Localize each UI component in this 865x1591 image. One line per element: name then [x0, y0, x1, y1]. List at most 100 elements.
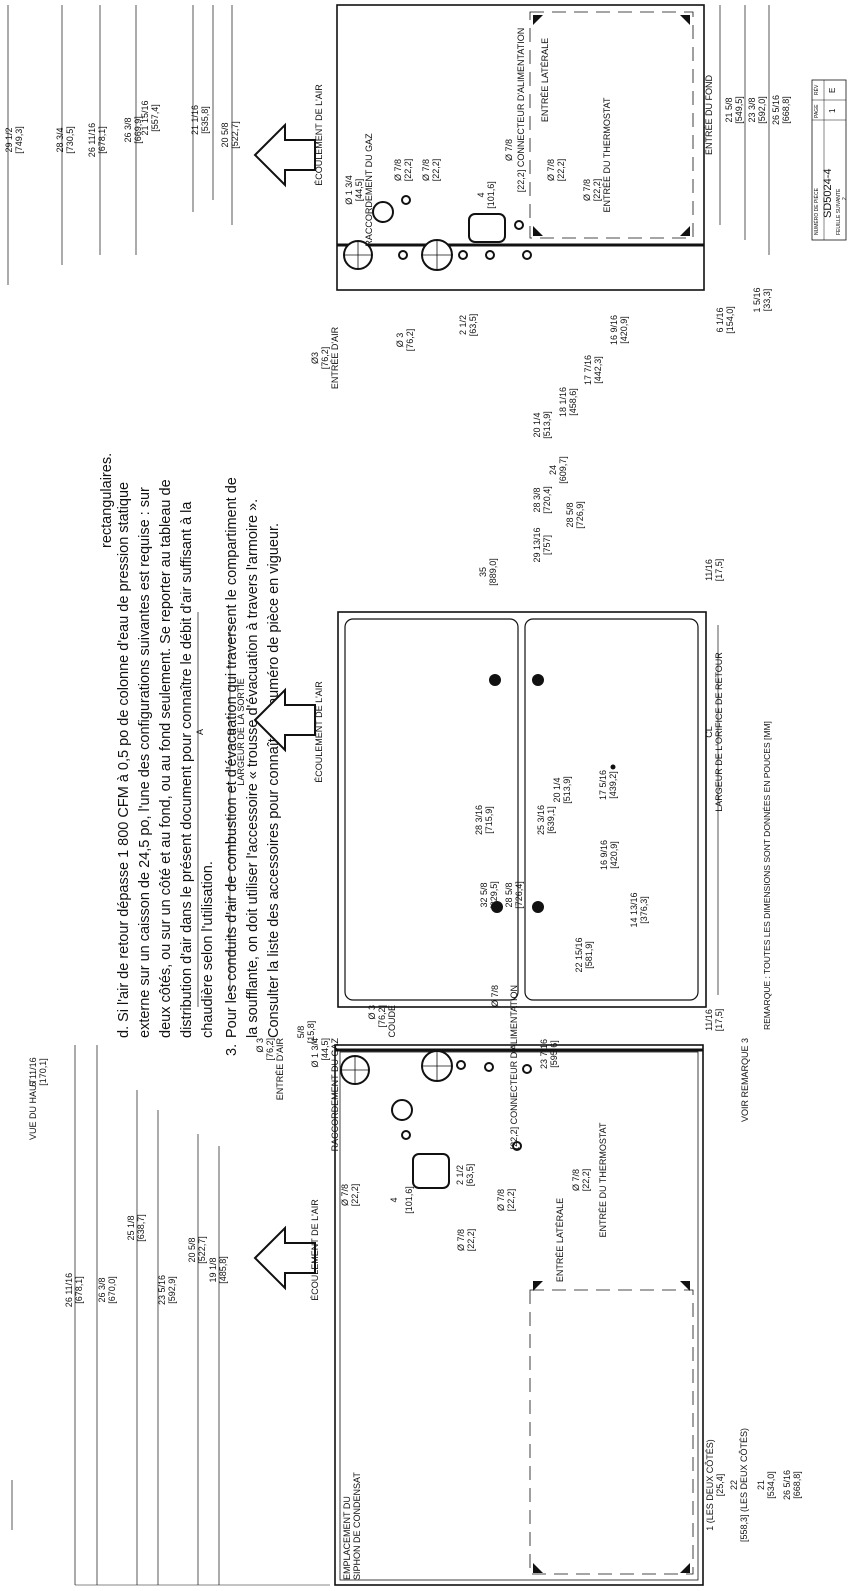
lv-dim-170-1: [170,1]	[38, 1058, 48, 1086]
lv-22-2-d: [22,2]	[581, 1169, 591, 1192]
lv-22-2-b: [22,2]	[466, 1229, 476, 1252]
lv-dim-592-9: [592,9]	[167, 1276, 177, 1304]
lv-dim-28-3-16: 28 3/16	[474, 805, 484, 835]
cv-17-5-bot: [17,5]	[714, 1009, 724, 1032]
lv-dim-22-15-16: 22 15/16	[574, 937, 584, 972]
rv-phi7-8-a: Ø 7/8	[393, 159, 403, 181]
lv-dim-23-5-16: 23 5/16	[157, 1275, 167, 1305]
lv-581-9: [581,9]	[584, 941, 594, 969]
note-line-3: deux côtés, ou sur un côté et au fond, o…	[158, 479, 174, 1038]
lv-phi7-8-connect: Ø 7/8	[490, 985, 500, 1007]
rv-21-1-16: 21 1/16	[190, 105, 200, 135]
rv-26-5-16: 26 5/16	[771, 95, 781, 125]
left-condensate-trap	[412, 1153, 450, 1189]
cv-cl: CL	[704, 726, 714, 738]
lv-dim-670-0: [670,0]	[107, 1276, 117, 1304]
rv-28-3-8: 28 3/8	[532, 487, 542, 512]
lv-dim-2-1-2: 2 1/2	[455, 1165, 465, 1185]
rv-101-6: [101,6]	[486, 181, 496, 209]
rv-669-9: [669,9]	[133, 116, 143, 144]
lv-dim-26-3-8: 26 3/8	[97, 1277, 107, 1302]
lv-44-5: [44,5]	[320, 1038, 330, 1061]
lv-dim-4: 4	[389, 1197, 399, 1202]
tb-feuille: 2	[842, 197, 848, 200]
rv-154-0: [154,0]	[725, 306, 735, 334]
rv-phi3: Ø3	[310, 352, 320, 364]
rv-22-2-e: [22,2]	[592, 179, 602, 202]
lv-63-5: [63,5]	[465, 1164, 475, 1187]
rv-connecteur: [22,2] CONNECTEUR D'ALIMENTATION	[516, 28, 526, 192]
lv-dim-522-7: [522,7]	[197, 1236, 207, 1264]
lv-dim-638-7: [638,7]	[136, 1214, 146, 1242]
cv-17-5-top: [17,5]	[714, 559, 724, 582]
rv-28-5-8: 28 5/8	[565, 502, 575, 527]
cv-a: A	[195, 729, 205, 735]
lv-668-8: [668,8]	[792, 1471, 802, 1499]
lv-22-2-a: [22,2]	[350, 1184, 360, 1207]
lv-101-6: [101,6]	[404, 1186, 414, 1214]
tb-page: 1	[828, 108, 837, 113]
lv-phi3: Ø 3	[255, 1038, 265, 1053]
note-number-3: 3.	[224, 1044, 240, 1056]
lv-dim-17-5-16: 17 5/16	[598, 770, 608, 800]
lv-25-4: [25,4]	[715, 1474, 725, 1497]
cv-dim-35: 35	[478, 567, 488, 577]
rv-28-3-4: 28 3/4	[55, 127, 65, 152]
cv-largeur-retour: LARGEUR DE L'ORIFICE DE RETOUR	[714, 652, 724, 812]
tb-part-no: SD5024-4	[822, 168, 834, 218]
rv-44-5: [44,5]	[354, 179, 364, 202]
cv-b: B	[226, 729, 236, 735]
lv-ecoulement: ÉCOULEMENT DE L'AIR	[310, 1199, 320, 1301]
rv-513-9: [513,9]	[542, 411, 552, 439]
rv-757: [757]	[542, 535, 552, 555]
rv-22-2-b: [22,2]	[431, 159, 441, 182]
rv-29-1-2: 29 1/2	[4, 127, 14, 152]
left-side-inlet-dashed	[529, 1289, 694, 1575]
lv-phi1-3-4: Ø 1 3/4	[310, 1038, 320, 1068]
lv-22-2-c: [22,2]	[506, 1189, 516, 1212]
cv-ecoulement: ÉCOULEMENT DE L'AIR	[314, 681, 324, 783]
rv-420-9: [420,9]	[619, 316, 629, 344]
lv-dim-21: 21	[756, 1480, 766, 1490]
cv-5-8: 5/8	[296, 1026, 306, 1039]
lv-715-9: [715,9]	[484, 806, 494, 834]
rv-ecoulement: ÉCOULEMENT DE L'AIR	[314, 84, 324, 186]
rv-20-1-4: 20 1/4	[532, 412, 542, 437]
rv-1-5-16: 1 5/16	[752, 287, 762, 312]
lv-phi3-coude: Ø 3	[367, 1005, 377, 1020]
lv-siphon-1: EMPLACEMENT DU	[342, 1496, 352, 1580]
left-gas-hole	[391, 1099, 413, 1121]
lv-connecteur: [22,2] CONNECTEUR D'ALIMENTATION	[509, 985, 519, 1149]
rv-entree-laterale: ENTRÉE LATÉRALE	[540, 38, 550, 122]
center-left-panel	[344, 618, 519, 1001]
lv-dim-25-3-16: 25 3/16	[536, 805, 546, 835]
cv-11-16-bot: 11/16	[704, 1009, 714, 1031]
rv-76-2: [76,2]	[320, 347, 330, 370]
note-line-8: Consulter la liste des accessoires pour …	[266, 523, 282, 1038]
rv-phi1-3-4: Ø 1 3/4	[344, 175, 354, 205]
lv-1-les-deux: 1 (LES DEUX CÔTÉS)	[705, 1439, 715, 1531]
lv-racc-gaz: RACCORDEMENT DU GAZ	[330, 1038, 340, 1152]
lv-entree-air: ENTRÉE D'AIR	[275, 1038, 285, 1101]
note-line-4: distribution d'air dans le présent docum…	[179, 501, 195, 1038]
rv-21-15-16: 21 15/16	[140, 100, 150, 135]
rv-6-1-16: 6 1/16	[715, 307, 725, 332]
rv-24: 24	[548, 465, 558, 475]
lv-siphon-2: SIPHON DE CONDENSAT	[352, 1472, 362, 1580]
lv-dim-14-13-16: 14 13/16	[629, 892, 639, 927]
rv-458-6: [458,6]	[568, 388, 578, 416]
lv-dim-678-1: [678,1]	[74, 1276, 84, 1304]
note-line-2: externe sur un caisson de 24,5 po, l'une…	[137, 487, 153, 1038]
rv-29-13-16: 29 13/16	[532, 527, 542, 562]
cv-889-0: [889,0]	[488, 558, 498, 586]
rv-33-3: [33,3]	[762, 289, 772, 312]
right-cabinet-outline	[336, 4, 705, 291]
rv-20-5-8: 20 5/8	[220, 122, 230, 147]
tb-num-label: NUMÉRO DE PIÈCE	[813, 187, 820, 235]
rv-535-8: [535,8]	[200, 106, 210, 134]
lv-639-1: [639,1]	[546, 806, 556, 834]
center-view: A B LARGEUR DE LA SORTIE ÉCOULEMENT DE L…	[195, 558, 724, 1043]
remark-all-dimensions: REMARQUE : TOUTES LES DIMENSIONS SONT DO…	[762, 721, 772, 1030]
lv-vue-du-haut: VUE DU HAUT	[28, 1078, 38, 1140]
lv-dim-19-1-8: 19 1/8	[208, 1257, 218, 1282]
